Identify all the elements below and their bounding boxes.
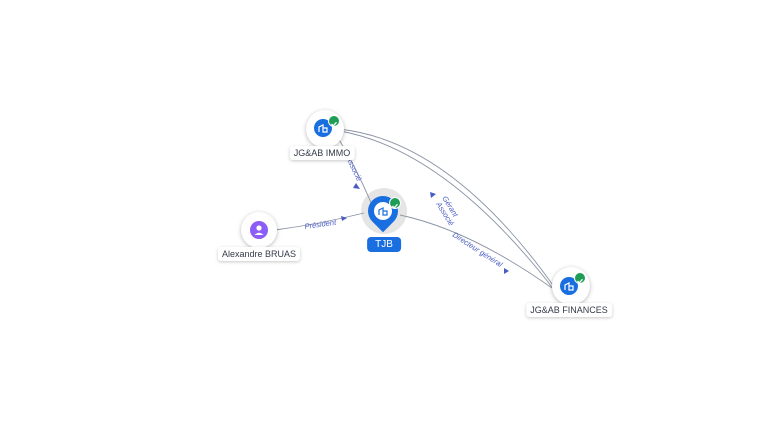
node-tjb-inner — [374, 202, 392, 220]
edge-label-tjb-fin: Directeur général — [451, 230, 504, 269]
building-icon — [378, 207, 388, 216]
edge-tjb-fin — [399, 214, 553, 289]
node-tjb-label: TJB — [367, 237, 401, 252]
person-icon — [250, 221, 268, 239]
node-jgab-immo-label: JG&AB IMMO — [289, 146, 355, 160]
check-badge-icon — [389, 197, 401, 209]
building-icon — [560, 277, 578, 295]
check-badge-icon — [574, 272, 586, 284]
arrow-immo-tjb — [353, 183, 360, 189]
arrow-tjb-fin — [504, 268, 509, 274]
node-jgab-finances-label: JG&AB FINANCES — [526, 303, 612, 317]
edge-immo-fin-2 — [339, 130, 553, 288]
edge-label-alex-tjb: Président — [304, 218, 338, 231]
node-alexandre-label: Alexandre BRUAS — [217, 247, 301, 261]
arrow-immo-fin-1 — [430, 192, 436, 198]
building-icon — [314, 119, 332, 137]
edge-immo-fin-1 — [337, 128, 556, 289]
check-badge-icon — [328, 115, 340, 127]
edge-alex-tjb — [274, 212, 365, 231]
edge-immo-tjb — [337, 137, 373, 206]
arrow-alex-tjb — [341, 216, 347, 221]
